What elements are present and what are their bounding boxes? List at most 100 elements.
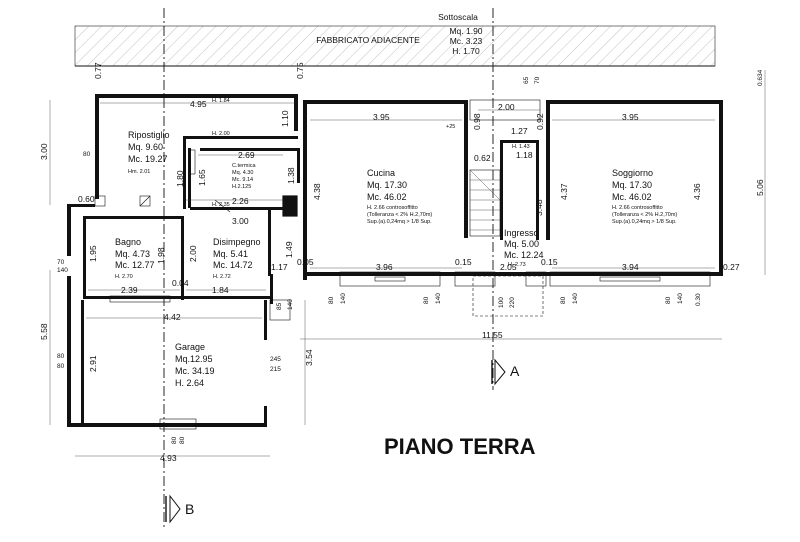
height-label-184: H. 1.84 bbox=[212, 98, 230, 104]
dim-436: 4.36 bbox=[692, 183, 702, 200]
bagno-name: Bagno bbox=[115, 237, 141, 247]
dim-493: 4.93 bbox=[160, 453, 177, 463]
dim-291: 2.91 bbox=[88, 355, 98, 372]
dim-558: 5.58 bbox=[39, 323, 49, 340]
dim-269: 2.69 bbox=[238, 150, 255, 160]
ingresso-mq: Mq. 5.00 bbox=[504, 239, 539, 249]
dim-065: 65 bbox=[523, 76, 530, 84]
dim-015-left: 0.15 bbox=[455, 257, 472, 267]
dim-80-b: 80 bbox=[57, 363, 65, 370]
ingresso-mc: Mc. 12.24 bbox=[504, 250, 544, 260]
dim-438: 4.38 bbox=[312, 183, 322, 200]
dim-030: 0.30 bbox=[695, 293, 702, 306]
dim-140-d: 140 bbox=[435, 293, 442, 304]
dim-062: 0.62 bbox=[474, 153, 491, 163]
room-disimpegno: Disimpegno Mq. 5.41 Mc. 14.72 H. 2.72 bbox=[213, 237, 261, 280]
dim-85: 85 bbox=[276, 302, 283, 310]
dim-077: 0.77 bbox=[93, 62, 103, 79]
ingresso-height: H. 2.73 bbox=[508, 262, 526, 268]
sottoscala-name: Sottoscala bbox=[438, 12, 478, 22]
bagno-mq: Mq. 4.73 bbox=[115, 249, 150, 259]
dim-118: 1.18 bbox=[516, 150, 533, 160]
disimpegno-height: H. 2.72 bbox=[213, 274, 231, 280]
section-label-a: A bbox=[510, 363, 520, 379]
ripostiglio-mq: Mq. 9.60 bbox=[128, 142, 163, 152]
walls bbox=[67, 94, 723, 427]
dim-200-sottoscala: 2.00 bbox=[498, 102, 515, 112]
height-labels: H. 1.84 H. 2.00 H. 2.35 H. 1.43 +25 bbox=[212, 98, 530, 208]
dim-495: 4.95 bbox=[190, 99, 207, 109]
adjacent-building-label: FABBRICATO ADIACENTE bbox=[316, 35, 420, 45]
room-ctermica: C.termica Mq. 4.30 Mc. 9.14 H.2.125 bbox=[232, 163, 256, 190]
disimpegno-mq: Mq. 5.41 bbox=[213, 249, 248, 259]
cucina-note1: (Tolleranza < 2% H.2,70m) bbox=[367, 212, 432, 218]
dim-394: 3.94 bbox=[622, 262, 639, 272]
ripostiglio-mc: Mc. 19.27 bbox=[128, 154, 168, 164]
disimpegno-name: Disimpegno bbox=[213, 237, 261, 247]
dim-140-b: 140 bbox=[287, 299, 294, 310]
dim-300: 3.00 bbox=[39, 143, 49, 160]
dim-092: 0.92 bbox=[535, 113, 545, 130]
sottoscala-label: Sottoscala Mq. 1.90 Mc. 3.23 H. 1.70 bbox=[438, 12, 483, 56]
dim-004: 0.04 bbox=[172, 278, 189, 288]
dim-354: 3.54 bbox=[304, 349, 314, 366]
dim-80-h: 80 bbox=[179, 436, 186, 444]
dim-080: 80 bbox=[83, 151, 91, 158]
cucina-name: Cucina bbox=[367, 168, 395, 178]
dim-027: 0.27 bbox=[723, 262, 740, 272]
ripostiglio-name: Ripostiglio bbox=[128, 130, 170, 140]
dim-245: 245 bbox=[270, 356, 281, 363]
openings bbox=[94, 99, 711, 430]
dim-215: 215 bbox=[270, 366, 281, 373]
cucina-mc: Mc. 46.02 bbox=[367, 192, 407, 202]
dim-140-f: 140 bbox=[677, 293, 684, 304]
soggiorno-mq: Mq. 17.30 bbox=[612, 180, 652, 190]
dim-060: 0.60 bbox=[78, 194, 95, 204]
dim-80-d: 80 bbox=[423, 296, 430, 304]
section-marker-a: A bbox=[491, 358, 520, 386]
ctermica-mq: Mq. 4.30 bbox=[232, 170, 253, 176]
dim-140: 140 bbox=[57, 267, 68, 274]
height-label-200: H. 2.00 bbox=[212, 131, 230, 137]
dim-442: 4.42 bbox=[164, 312, 181, 322]
dim-195: 1.95 bbox=[88, 245, 98, 262]
dim-127: 1.27 bbox=[511, 126, 528, 136]
dim-140-e: 140 bbox=[572, 293, 579, 304]
dim-198: 1.98 bbox=[156, 247, 166, 264]
dim-184: 1.84 bbox=[212, 285, 229, 295]
room-bagno: Bagno Mq. 4.73 Mc. 12.77 H. 2.70 bbox=[115, 237, 155, 280]
bagno-height: H. 2.70 bbox=[115, 274, 133, 280]
height-label-143: H. 1.43 bbox=[512, 144, 530, 150]
dim-200-disimpegno: 2.00 bbox=[188, 245, 198, 262]
height-label-plus25: +25 bbox=[446, 124, 455, 130]
dim-506: 5.06 bbox=[755, 179, 765, 196]
section-label-b: B bbox=[185, 501, 194, 517]
adjacent-building: FABBRICATO ADIACENTE bbox=[74, 25, 716, 67]
sottoscala-mc: Mc. 3.23 bbox=[450, 36, 483, 46]
dim-226: 2.26 bbox=[232, 196, 249, 206]
dimension-texts: 0.77 0.75 65 70 0.634 3.00 5.06 5.58 4.9… bbox=[39, 62, 765, 463]
dim-220: 220 bbox=[509, 297, 516, 308]
garage-height: H. 2.64 bbox=[175, 378, 204, 388]
soggiorno-mc: Mc. 46.02 bbox=[612, 192, 652, 202]
room-garage: Garage Mq.12.95 Mc. 34.19 H. 2.64 bbox=[175, 342, 215, 388]
dim-005: 0.05 bbox=[297, 257, 314, 267]
disimpegno-mc: Mc. 14.72 bbox=[213, 260, 253, 270]
dim-165: 1.65 bbox=[197, 169, 207, 186]
dim-149: 1.49 bbox=[284, 241, 294, 258]
dim-80-e: 80 bbox=[560, 296, 567, 304]
dim-80-c: 80 bbox=[328, 296, 335, 304]
ripostiglio-height: Hm. 2.01 bbox=[128, 169, 150, 175]
soggiorno-note2: Sup.(a).0,24mq > 1/8 Sup. bbox=[612, 219, 677, 225]
dim-100: 100 bbox=[498, 297, 505, 308]
garage-mc: Mc. 34.19 bbox=[175, 366, 215, 376]
garage-name: Garage bbox=[175, 342, 205, 352]
ctermica-name: C.termica bbox=[232, 163, 256, 169]
bagno-mc: Mc. 12.77 bbox=[115, 260, 155, 270]
dim-239: 2.39 bbox=[121, 285, 138, 295]
dim-300-label: 3.00 bbox=[232, 216, 249, 226]
room-cucina: Cucina Mq. 17.30 Mc. 46.02 H. 2.66 contr… bbox=[367, 168, 432, 225]
cucina-note2: Sup.(a).0,24mq > 1/8 Sup. bbox=[367, 219, 432, 225]
dim-098: 0.98 bbox=[472, 113, 482, 130]
